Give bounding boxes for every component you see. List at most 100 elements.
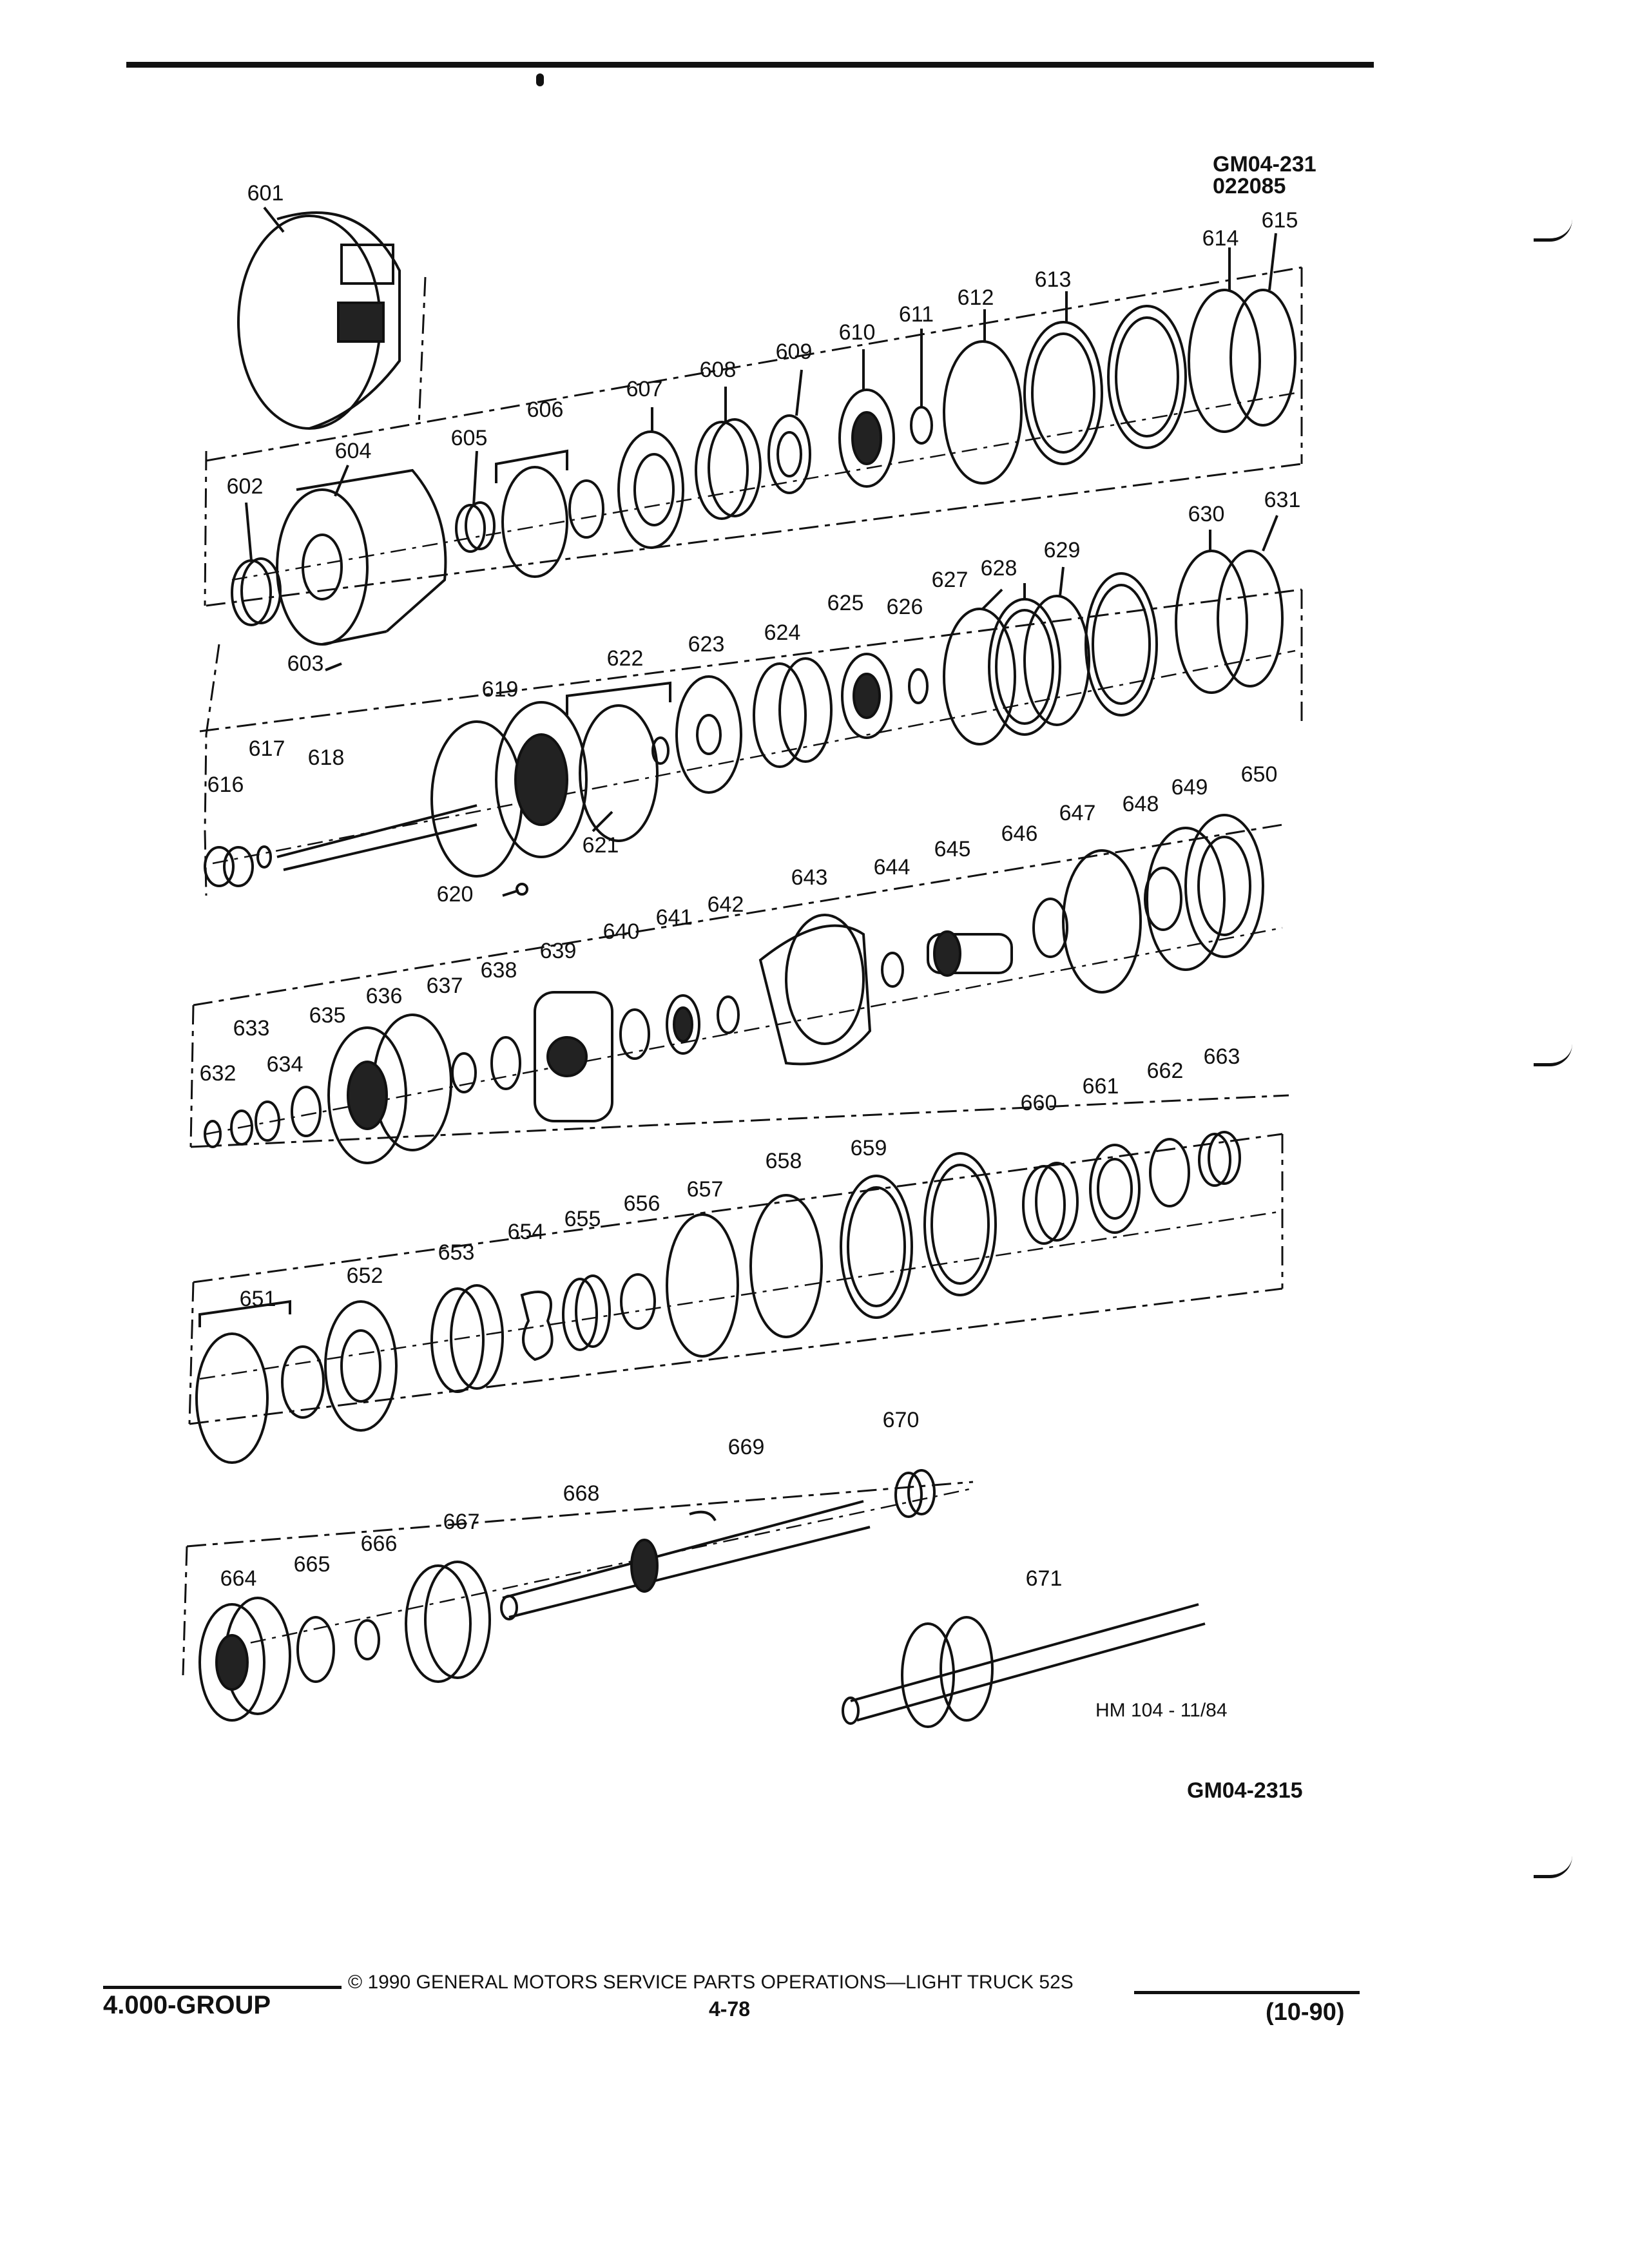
part-668-shaft (500, 1500, 871, 1620)
part-659-plate (840, 1175, 913, 1319)
top-rule-mark (536, 73, 544, 86)
part-613-plate (1023, 321, 1103, 465)
figure-date: 022085 (1213, 174, 1286, 198)
part-622-seals (579, 704, 670, 842)
part-658-plate (749, 1194, 823, 1338)
part-653-ring (430, 1284, 504, 1393)
part-664-gear (198, 1597, 291, 1722)
part-635-ring (291, 1086, 322, 1137)
part-609-bearing (767, 414, 811, 494)
margin-mark (1534, 219, 1572, 242)
part-626-washer (908, 668, 929, 704)
part-663-bushing (1198, 1131, 1241, 1187)
part-613b-plate (1107, 305, 1187, 449)
callout-666: 666 (360, 1532, 398, 1556)
part-647-snap-ring (1062, 849, 1142, 994)
part-662-ring (1149, 1138, 1190, 1207)
figure-code-top: GM04-231 (1213, 152, 1316, 177)
part-650-gear (1184, 814, 1264, 958)
part-614-plate (1188, 289, 1261, 433)
callout-613: 613 (1034, 267, 1072, 292)
part-670-bushing (894, 1469, 936, 1518)
callout-637: 637 (426, 974, 463, 998)
part-638-ring (490, 1036, 521, 1090)
callout-639: 639 (539, 939, 577, 963)
callout-667: 667 (443, 1510, 480, 1534)
part-620-ball (516, 883, 528, 896)
callout-650: 650 (1240, 762, 1278, 787)
part-667-ring-gear (405, 1561, 491, 1683)
callout-603: 603 (287, 651, 324, 676)
part-646-ring (1032, 898, 1068, 958)
drawing-ref: HM 104 - 11/84 (1095, 1700, 1228, 1721)
part-606-seals (501, 466, 604, 578)
margin-mark (1534, 1044, 1572, 1066)
part-641-gear (666, 994, 700, 1055)
part-656-washer (620, 1273, 656, 1330)
callout-617: 617 (248, 736, 285, 761)
part-640-washer (619, 1008, 650, 1060)
callout-645: 645 (934, 837, 971, 861)
footer-group: 4.000-GROUP (103, 1991, 271, 2019)
part-652-piston (324, 1300, 398, 1432)
callout-607: 607 (626, 377, 663, 401)
leader-lines (245, 206, 1278, 897)
part-639-carrier (534, 991, 613, 1122)
callout-646: 646 (1001, 822, 1038, 846)
part-631-ring (1217, 550, 1284, 687)
callout-602: 602 (226, 474, 264, 499)
part-629b-plate (1084, 572, 1158, 716)
part-657-plate (666, 1213, 739, 1358)
part-616-washer (204, 846, 235, 887)
part-633-ring (230, 1110, 253, 1146)
callout-659: 659 (850, 1136, 887, 1160)
part-636-drum (327, 1014, 452, 1164)
callout-628: 628 (980, 556, 1017, 581)
callout-671: 671 (1025, 1566, 1063, 1591)
footer-rule-right (1134, 1991, 1360, 1994)
callout-627: 627 (931, 568, 969, 592)
callout-609: 609 (775, 340, 813, 364)
part-660-race (1022, 1162, 1079, 1245)
part-642-ring (717, 995, 740, 1034)
callout-662: 662 (1146, 1059, 1184, 1083)
part-671-output-shaft (842, 1603, 1206, 1728)
callout-653: 653 (438, 1240, 475, 1265)
callout-626: 626 (886, 595, 923, 619)
callout-660: 660 (1020, 1091, 1057, 1115)
part-643-shell (758, 914, 872, 1066)
centre-axes (199, 392, 1296, 1651)
callout-668: 668 (563, 1481, 600, 1506)
part-669-clip (689, 1510, 717, 1522)
callout-616: 616 (207, 773, 244, 797)
footer-page: 4-78 (709, 1997, 751, 2021)
part-601-band (237, 211, 401, 430)
footer-revision: (10-90) (1266, 1999, 1345, 2026)
callout-635: 635 (309, 1003, 346, 1028)
part-627-plate (943, 608, 1016, 745)
callout-619: 619 (481, 677, 519, 702)
callout-655: 655 (564, 1207, 601, 1231)
part-604-housing (276, 468, 447, 646)
footer-copyright: © 1990 GENERAL MOTORS SERVICE PARTS OPER… (348, 1972, 1074, 1993)
callout-624: 624 (764, 620, 801, 645)
group-brackets (198, 449, 671, 1327)
callout-632: 632 (199, 1061, 236, 1086)
part-654-spring (520, 1291, 554, 1361)
callout-658: 658 (765, 1149, 802, 1173)
callout-606: 606 (526, 398, 564, 422)
callout-604: 604 (334, 439, 372, 463)
callout-651: 651 (239, 1287, 276, 1311)
callout-614: 614 (1202, 226, 1239, 251)
callout-669: 669 (728, 1435, 765, 1459)
callout-643: 643 (791, 865, 828, 890)
part-615-ring (1229, 289, 1296, 427)
part-602-bushing (231, 557, 282, 626)
part-649-ring-gear (1146, 827, 1226, 971)
part-630-plate (1175, 550, 1248, 694)
callout-610: 610 (838, 320, 876, 345)
part-611-washer (910, 406, 933, 445)
callout-636: 636 (365, 984, 403, 1008)
part-623-piston (675, 675, 742, 794)
part-665-ring (296, 1616, 335, 1683)
